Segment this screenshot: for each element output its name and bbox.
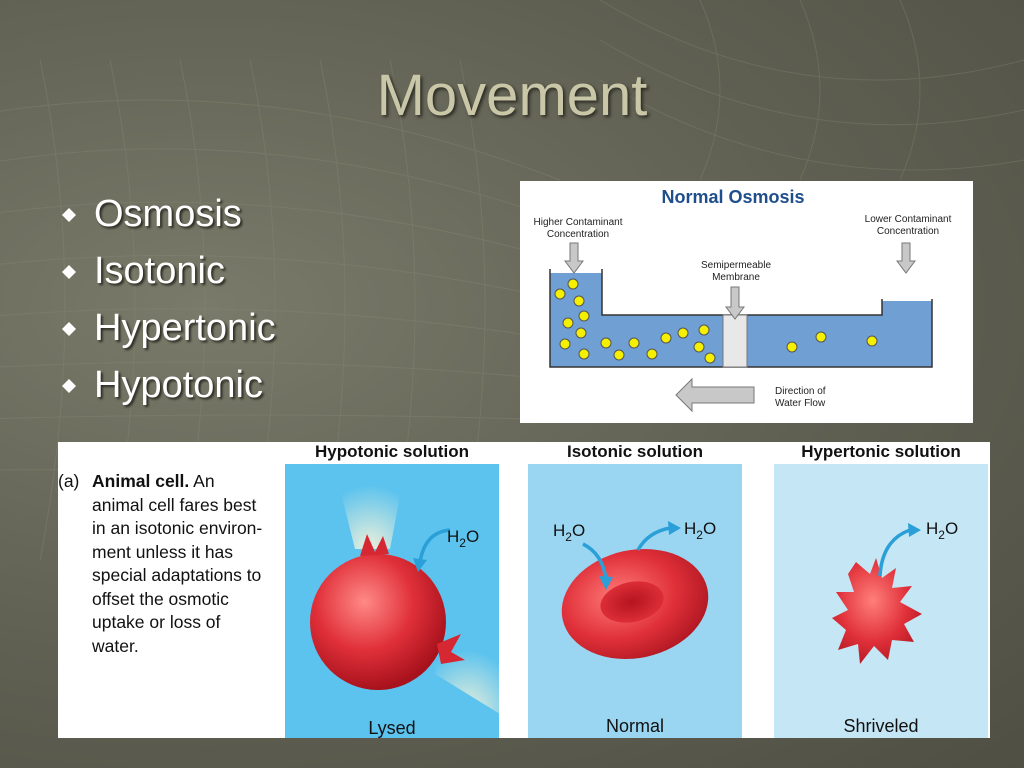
hypertonic-heading: Hypertonic solution xyxy=(801,442,961,461)
water-out-arrow-icon xyxy=(878,528,911,577)
left-label-line1: Higher Contaminant xyxy=(534,217,623,228)
caption-body: animal cell fares best in an isotonic en… xyxy=(58,494,288,659)
diamond-bullet-icon xyxy=(62,378,76,393)
hypotonic-heading: Hypotonic solution xyxy=(315,442,469,461)
bullet-text: Osmosis xyxy=(94,193,242,235)
water-subscript: 2 xyxy=(696,528,703,542)
water-o: O xyxy=(466,527,479,546)
isotonic-panel: H2O H2O Normal xyxy=(528,464,742,738)
water-subscript: 2 xyxy=(565,530,572,544)
diamond-bullet-icon xyxy=(62,321,76,336)
diamond-bullet-icon xyxy=(62,207,76,222)
lysed-label: Lysed xyxy=(368,718,416,738)
osmosis-diagram-graphic: Normal Osmosis Higher Contaminant Concen… xyxy=(534,187,952,413)
figure-part-label: (a) xyxy=(58,471,80,491)
osmosis-diagram: Normal Osmosis Higher Contaminant Concen… xyxy=(520,181,973,423)
shriveled-cell-graphic: H2O xyxy=(832,519,958,664)
caption-line: uptake or loss of xyxy=(92,612,221,632)
water-arrow-icon xyxy=(418,528,451,563)
torn-membrane xyxy=(437,634,465,664)
water-o: O xyxy=(703,519,716,538)
water-in-arrow-icon xyxy=(582,542,608,581)
caption-first-line: (a) Animal cell. An xyxy=(58,470,288,494)
arrowhead-icon xyxy=(413,558,427,572)
water-o: O xyxy=(945,519,958,538)
svg-text:H2O: H2O xyxy=(684,519,716,542)
water-h: H xyxy=(926,519,938,538)
right-label-line2: Concentration xyxy=(877,226,939,237)
burst-spray xyxy=(335,469,405,549)
down-arrow-icon xyxy=(725,286,745,320)
hypotonic-panel: H2O Lysed xyxy=(285,464,500,738)
caption-line: ment unless it has xyxy=(92,541,234,562)
hypertonic-panel: H2O Shriveled xyxy=(774,464,988,738)
cell-caption: (a) Animal cell. An animal cell fares be… xyxy=(58,470,288,658)
membrane-label-line2: Membrane xyxy=(712,272,760,283)
right-label-line1: Lower Contaminant xyxy=(865,214,952,225)
bullet-text: Isotonic xyxy=(94,250,225,292)
lysed-cell xyxy=(310,554,446,690)
svg-text:H2O: H2O xyxy=(447,527,479,550)
water-o: O xyxy=(572,521,585,540)
bullet-text: Hypotonic xyxy=(94,364,263,406)
water-h: H xyxy=(684,519,696,538)
slide-title: Movement xyxy=(376,63,648,128)
normal-label: Normal xyxy=(605,716,664,736)
caption-line: water. xyxy=(92,635,139,656)
bullet-item: Hypotonic xyxy=(62,357,276,414)
caption-line: An xyxy=(193,471,215,491)
normal-cell-graphic: H2O H2O xyxy=(553,519,716,660)
lysed-cell-graphic: H2O xyxy=(310,469,500,714)
isotonic-heading: Isotonic solution xyxy=(567,442,703,461)
shriveled-label: Shriveled xyxy=(843,716,919,736)
caption-line: special adaptations to xyxy=(92,565,262,585)
bullet-item: Hypertonic xyxy=(62,300,276,357)
water-out-arrow-icon xyxy=(636,526,671,551)
contaminant-particles xyxy=(554,278,878,364)
osmosis-heading: Normal Osmosis xyxy=(661,187,804,207)
left-label-line2: Concentration xyxy=(547,229,609,240)
caption-bold: Animal cell. xyxy=(92,471,190,491)
svg-text:H2O: H2O xyxy=(553,521,585,544)
arrowhead-icon xyxy=(668,521,681,535)
caption-line: animal cell fares best xyxy=(92,494,257,515)
torn-membrane xyxy=(360,534,389,556)
caption-line: offset the osmotic xyxy=(92,588,229,609)
membrane-label-line1: Semipermeable xyxy=(701,260,771,271)
bullet-list: Osmosis Isotonic Hypertonic Hypotonic xyxy=(62,186,276,414)
flow-label-line1: Direction of xyxy=(775,386,826,397)
left-arrow-icon xyxy=(675,377,755,413)
bullet-text: Hypertonic xyxy=(94,307,276,349)
shriveled-cell xyxy=(832,558,922,664)
semipermeable-membrane xyxy=(722,314,748,368)
diamond-bullet-icon xyxy=(62,264,76,279)
down-arrow-icon xyxy=(564,242,584,274)
caption-line: in an isotonic environ- xyxy=(92,518,263,538)
bullet-item: Osmosis xyxy=(62,186,276,243)
water-h: H xyxy=(553,521,565,540)
water-subscript: 2 xyxy=(938,528,945,542)
down-arrow-icon xyxy=(896,242,916,274)
water-h: H xyxy=(447,527,459,546)
arrowhead-icon xyxy=(908,523,921,537)
arrowhead-icon xyxy=(599,576,613,590)
bullet-item: Isotonic xyxy=(62,243,276,300)
water-subscript: 2 xyxy=(459,536,466,550)
cell-dimple xyxy=(600,581,664,623)
animal-cell-figure: (a) Animal cell. An animal cell fares be… xyxy=(58,442,990,738)
flow-label-line2: Water Flow xyxy=(775,398,826,409)
svg-text:H2O: H2O xyxy=(926,519,958,542)
